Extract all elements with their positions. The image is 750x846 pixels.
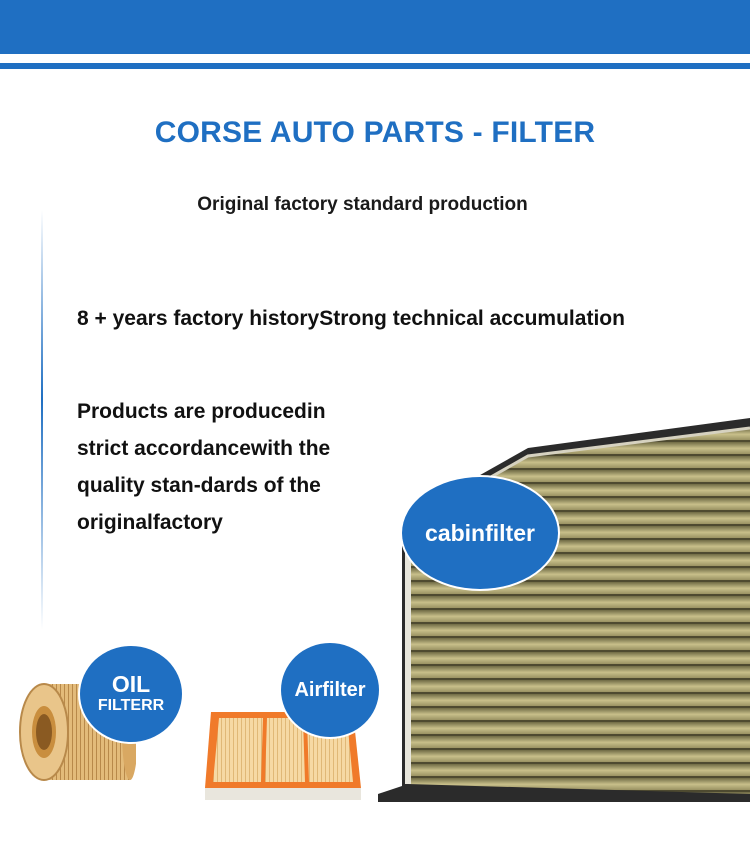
description-line: Products are producedin [77,400,326,423]
oil-filter-label-line2: FILTERR [97,697,165,714]
page-subtitle: Original factory standard production [197,194,528,215]
description-line: quality stan-dards of the [77,474,321,497]
cabin-filter-image [378,418,750,802]
cabin-filter-badge: cabinfilter [402,477,558,589]
air-filter-label: Airfilter [294,678,366,701]
top-banner [0,0,750,54]
factory-history-headline: 8 + years factory historyStrong technica… [77,307,625,330]
oil-filter-badge: OIL FILTERR [80,646,182,742]
page-title: CORSE AUTO PARTS - FILTER [154,116,596,149]
description-line: originalfactory [77,511,223,534]
cabin-filter-label: cabinfilter [425,519,535,546]
side-accent-line [41,210,43,630]
description-line: strict accordancewith the [77,437,331,460]
quality-description: Products are producedin strict accordanc… [77,393,387,541]
oil-filter-label-line1: OIL [111,671,151,697]
top-divider [0,63,750,69]
air-filter-badge: Airfilter [281,643,379,737]
